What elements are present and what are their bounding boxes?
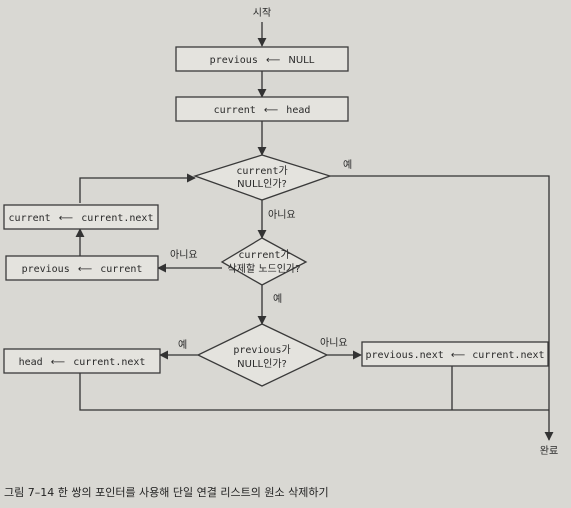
- process-previous-next-current-next: previous.next ⟵ current.next: [361, 341, 549, 367]
- d3-no-label: 아니요: [320, 337, 348, 349]
- d1-yes-label: 예: [343, 159, 352, 171]
- svg-text:head ⟵ current.nex: head ⟵ current.next: [19, 350, 146, 369]
- svg-text:NULL인가?: NULL인가?: [237, 358, 287, 370]
- d3-yes-label: 예: [178, 339, 187, 351]
- figure-caption: 그림 7–14 한 쌍의 포인터를 사용해 단일 연결 리스트의 원소 삭제하기: [4, 485, 329, 499]
- arrow-d1-yes-to-end: [330, 175, 554, 441]
- d1-no-label: 아니요: [268, 209, 296, 221]
- d2-no-label: 아니요: [170, 249, 198, 261]
- process-previous-current: previous ⟵ current: [5, 255, 159, 281]
- process-current-next: current ⟵ current.next: [3, 204, 159, 230]
- svg-text:previous ⟵ current: previous ⟵ current: [22, 257, 143, 276]
- svg-text:previous.next ⟵ cu: previous.next ⟵ current.next: [365, 343, 544, 362]
- svg-text:current ⟵ current.: current ⟵ current.next: [9, 206, 154, 225]
- svg-text:previous가: previous가: [233, 344, 290, 356]
- decision-current-target: current가 삭제할 노드인가?: [220, 237, 308, 286]
- svg-text:삭제할 노드인가?: 삭제할 노드인가?: [228, 263, 301, 275]
- arrow-p3-to-d1: [79, 173, 196, 203]
- process-head-current-next: head ⟵ current.next: [3, 348, 161, 374]
- d2-yes-label: 예: [273, 293, 282, 305]
- decision-previous-null: previous가 NULL인가?: [196, 323, 329, 387]
- svg-text:NULL인가?: NULL인가?: [237, 178, 287, 190]
- arrow-p5-to-end: [79, 371, 549, 411]
- process-current-head: current ⟵ head: [175, 96, 349, 122]
- svg-text:current가: current가: [236, 165, 287, 177]
- svg-text:current가: current가: [238, 249, 289, 261]
- decision-current-null: current가 NULL인가?: [192, 154, 333, 201]
- end-label: 완료: [540, 445, 558, 457]
- start-label: 시작: [253, 7, 271, 19]
- svg-text:current ⟵ head: current ⟵ head: [214, 98, 311, 117]
- svg-text:previous ⟵ NULL: previous ⟵ NULL: [210, 48, 315, 67]
- process-previous-null: previous ⟵ NULL: [175, 46, 349, 72]
